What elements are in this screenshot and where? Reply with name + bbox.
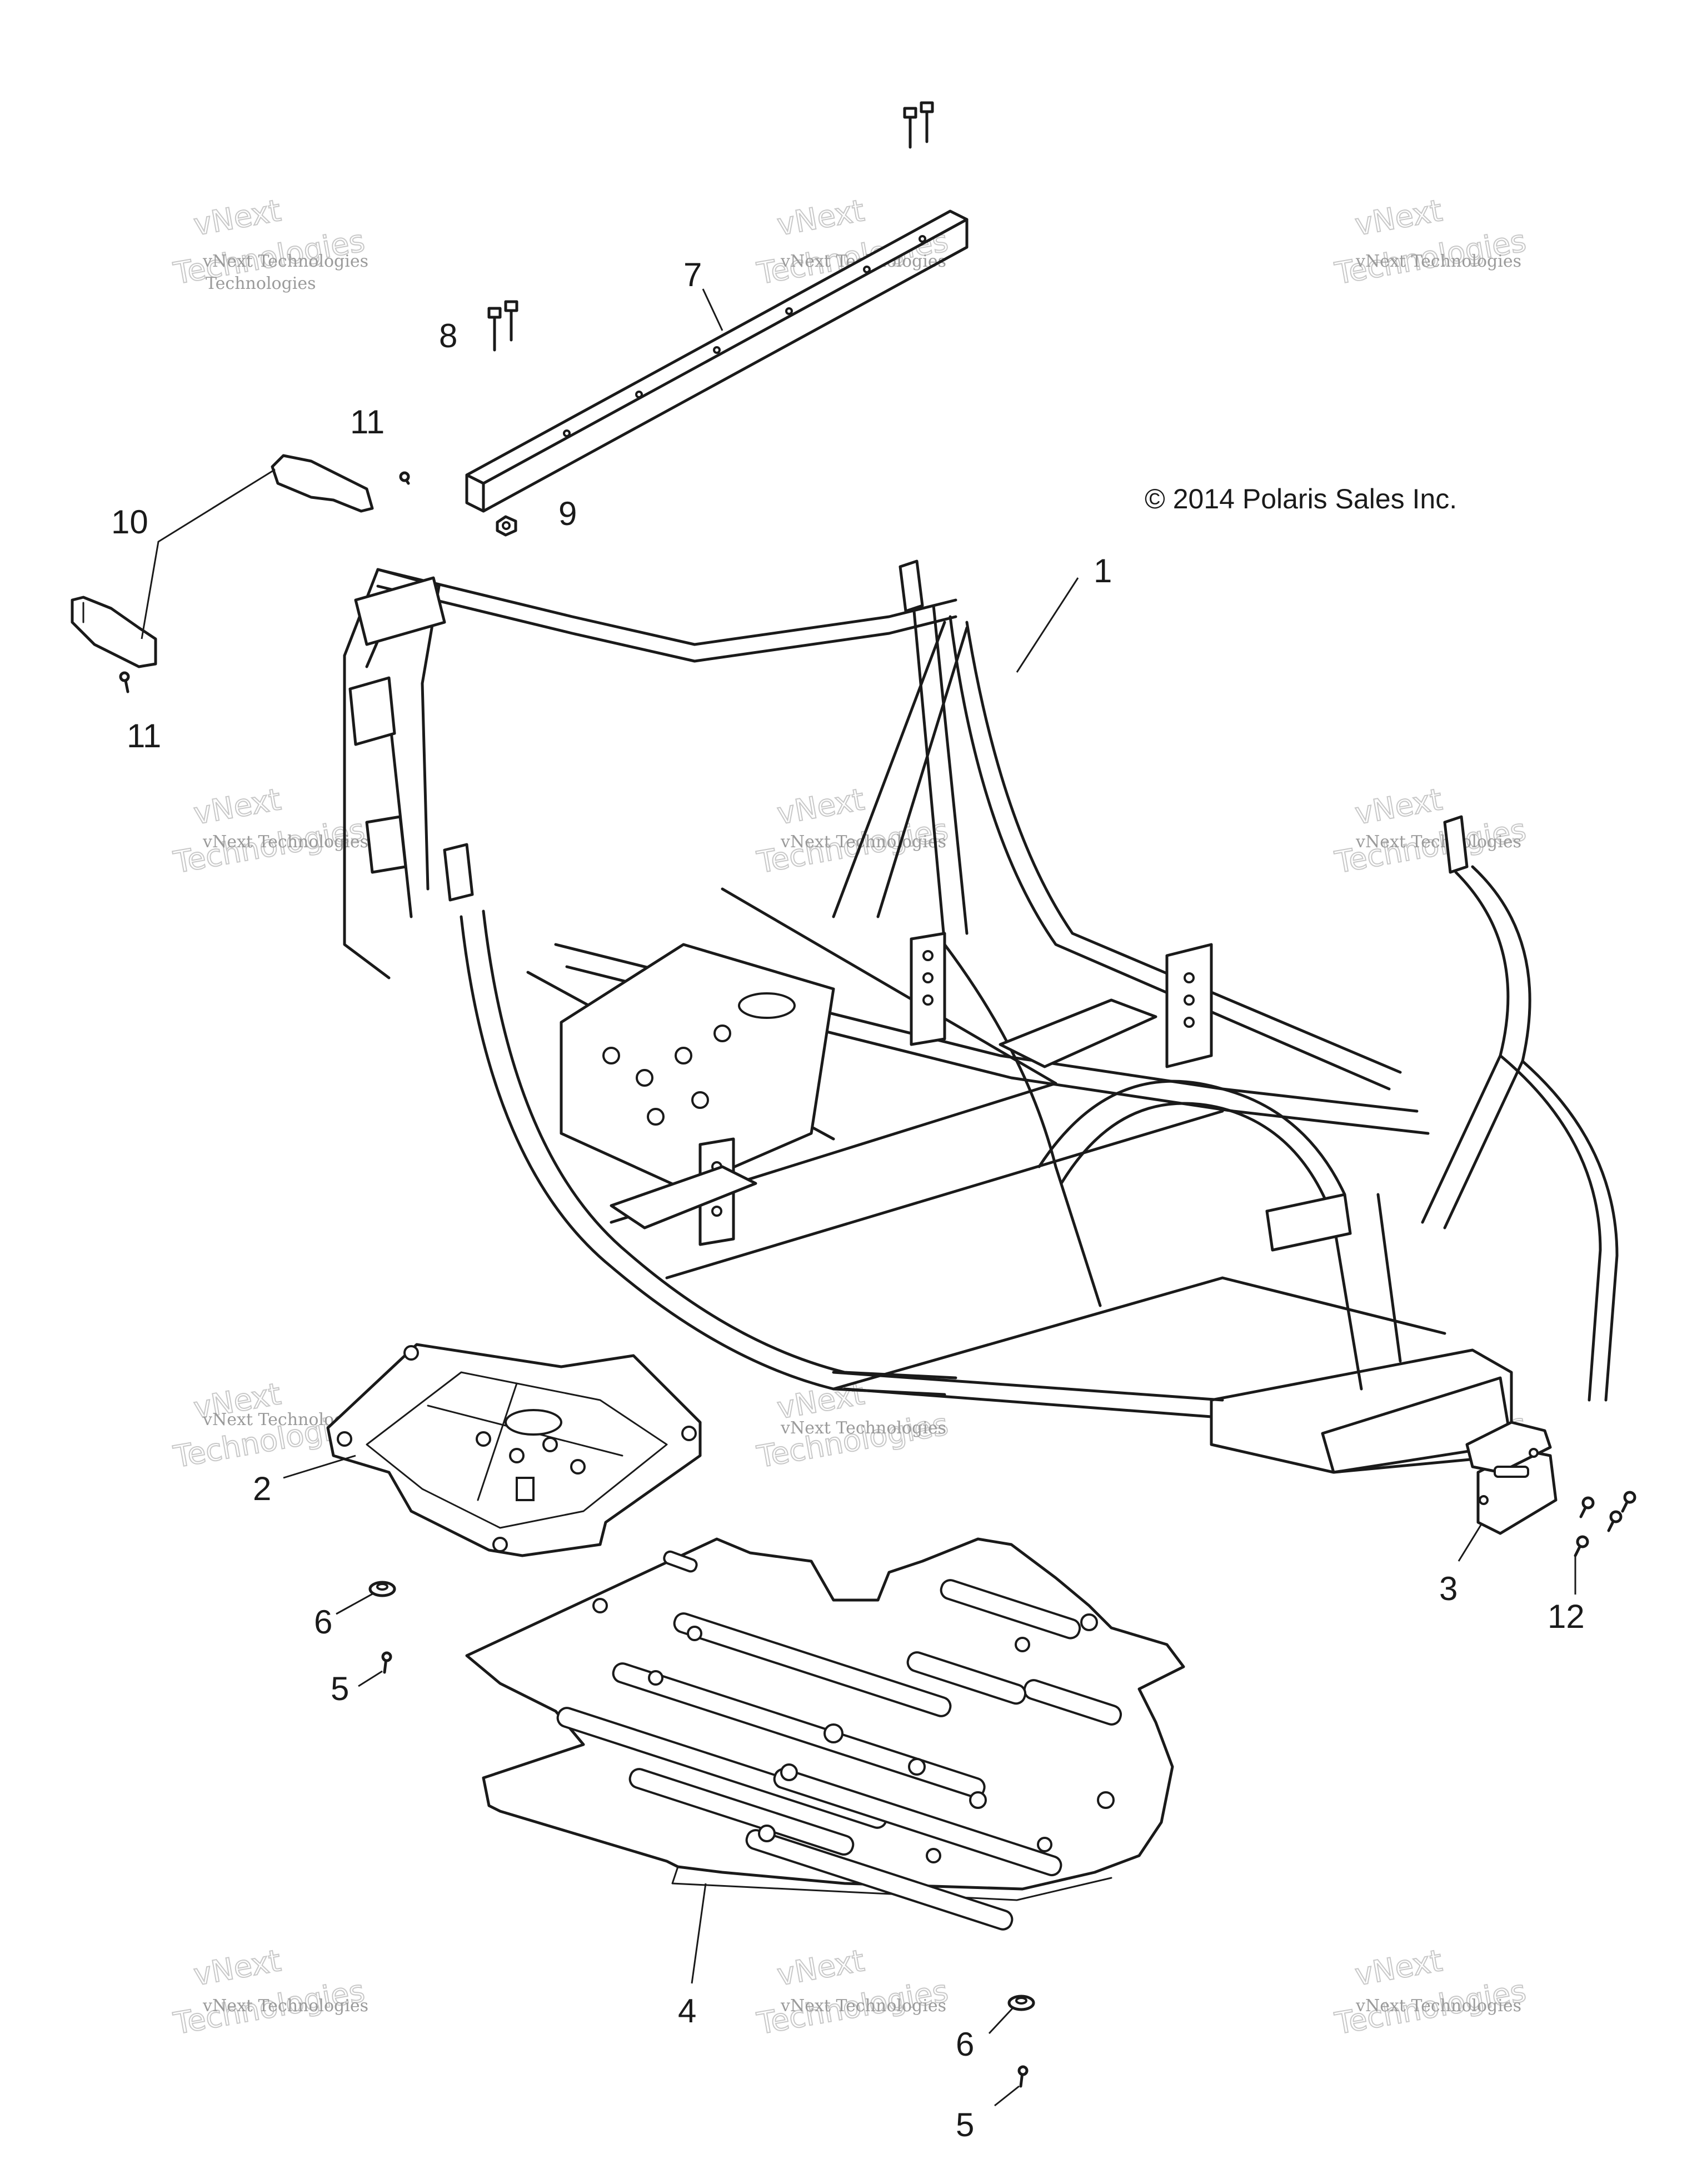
- callout-12: 12: [1548, 1598, 1585, 1635]
- part-6-washer-lower: [1007, 1995, 1035, 2011]
- watermark: vNext Technologies: [1331, 192, 1529, 292]
- leader-2: [283, 1455, 356, 1479]
- copyright-text: © 2014 Polaris Sales Inc.: [1145, 483, 1457, 514]
- callout-11-lower: 11: [127, 717, 161, 754]
- watermark: vNext Technologies: [170, 1942, 368, 2042]
- part-3-bracket: [1465, 1421, 1558, 1535]
- svg-text:vNext: vNext: [1352, 193, 1445, 242]
- watermark: vNext Technologies: [753, 1942, 951, 2042]
- svg-text:vNext: vNext: [191, 1943, 283, 1992]
- callout-2: 2: [253, 1470, 271, 1507]
- callout-11-upper: 11: [350, 403, 385, 441]
- watermark-text: vNext Technologies: [1355, 832, 1521, 852]
- leader-7: [702, 288, 723, 331]
- part-4-skid-plate: [465, 1537, 1185, 1931]
- callout-5-upper: 5: [331, 1670, 349, 1707]
- watermark-text: vNext Technologies: [202, 1996, 368, 2016]
- part-5-screw-upper: [381, 1651, 392, 1674]
- callout-10: 10: [111, 503, 148, 541]
- svg-text:vNext: vNext: [775, 782, 867, 831]
- callout-labels: 1 2 3 4 5 5 6 6 7 8 9 10 11 11 12: [111, 256, 1585, 2143]
- watermark-text: vNext Technologies: [202, 832, 368, 852]
- part-6-washer-upper: [368, 1581, 396, 1597]
- leader-6-upper: [336, 1592, 374, 1615]
- callout-8: 8: [439, 317, 457, 354]
- callout-6-upper: 6: [314, 1603, 332, 1641]
- callout-1: 1: [1094, 552, 1112, 589]
- svg-text:vNext: vNext: [191, 782, 283, 831]
- callout-7: 7: [683, 256, 702, 293]
- svg-text:vNext: vNext: [775, 1943, 867, 1992]
- part-1-frame: [343, 559, 1619, 1474]
- watermark-text: Technologies: [206, 274, 316, 293]
- svg-text:vNext: vNext: [1352, 1943, 1445, 1992]
- watermark: vNext Technologies: [1331, 1942, 1529, 2042]
- leader-3: [1458, 1525, 1482, 1562]
- part-12-screws: [1574, 1491, 1636, 1557]
- leader-6-lower: [988, 2007, 1014, 2035]
- watermark-text: vNext Technologies: [780, 1996, 946, 2016]
- part-7-bolts: [903, 101, 934, 149]
- leader-5-upper: [358, 1670, 383, 1687]
- part-9-nut: [496, 515, 517, 537]
- watermark-text: vNext Technologies: [1355, 1996, 1521, 2016]
- leader-1: [1016, 577, 1079, 673]
- svg-text:vNext: vNext: [191, 193, 283, 242]
- callout-5-lower: 5: [956, 2106, 974, 2143]
- part-5-screw-lower: [1017, 2065, 1029, 2088]
- callout-4: 4: [678, 1992, 696, 2030]
- watermark-text: vNext Technologies: [202, 252, 368, 271]
- watermark: vNext Technologies: [1331, 781, 1529, 881]
- watermark: vNext Technologies: [170, 781, 368, 881]
- part-7-rail: [465, 209, 969, 513]
- callout-6-lower: 6: [956, 2026, 974, 2063]
- svg-text:vNext: vNext: [1352, 782, 1445, 831]
- watermark-text: vNext Technologies: [780, 1418, 946, 1438]
- watermark: vNext Technologies: [753, 781, 951, 881]
- leader-4: [691, 1883, 707, 1984]
- callout-3: 3: [1439, 1570, 1458, 1607]
- part-11-screws: [119, 471, 410, 693]
- part-8-bolts: [487, 300, 518, 352]
- watermark-text: vNext Technologies: [1355, 252, 1521, 271]
- svg-text:vNext: vNext: [775, 193, 867, 242]
- leader-5-lower: [994, 2085, 1020, 2107]
- part-10-brackets: [71, 454, 374, 668]
- part-2-skid-plate: [326, 1343, 702, 1557]
- callout-9: 9: [558, 495, 577, 532]
